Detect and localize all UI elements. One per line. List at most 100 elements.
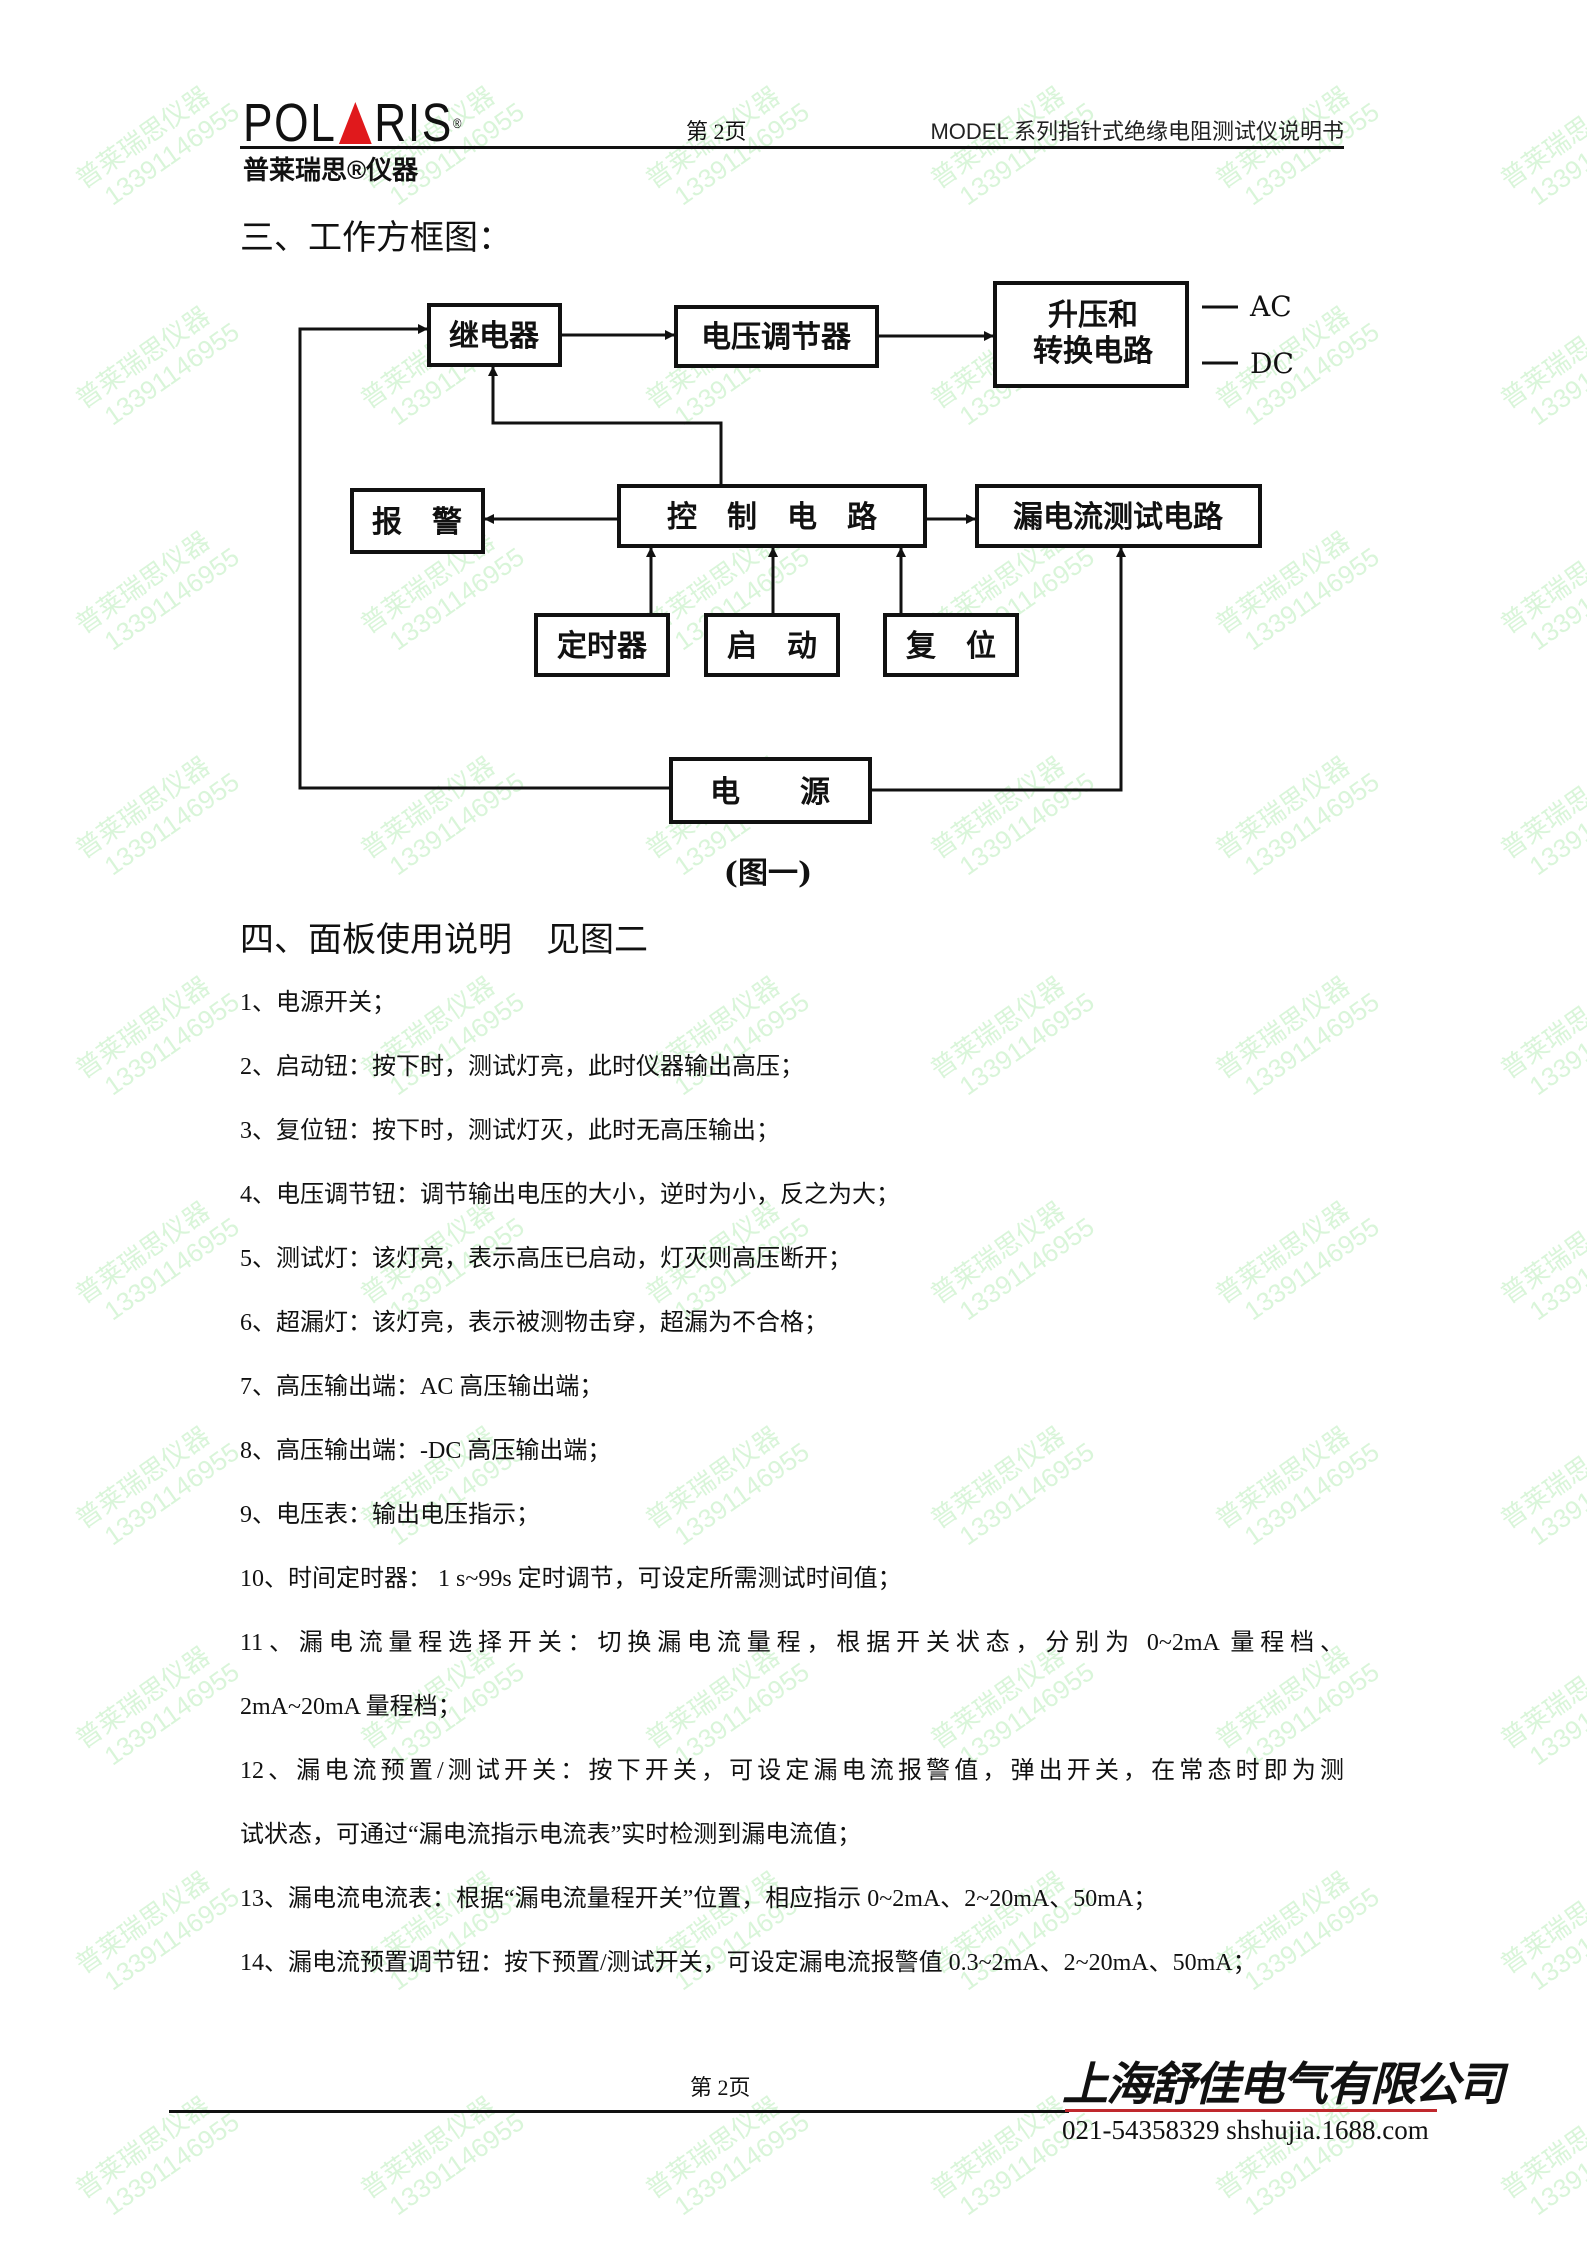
boost-label-1: 升压和 xyxy=(1048,298,1138,333)
logo-triangle-icon xyxy=(338,102,372,144)
watermark-text: 普莱瑞思仪器 xyxy=(70,1640,216,1755)
instruction-item-line: 3、复位钮：按下时，测试灯灭，此时无高压输出； xyxy=(240,1118,780,1144)
header-page-number: 第 2页 xyxy=(686,119,747,144)
logo-subtitle: 普莱瑞思®仪器 xyxy=(243,155,419,185)
block-diagram: 继电器 电压调节器 升压和 转换电路 报 警 控 制 电 路 漏电流测试电路 定… xyxy=(298,281,1294,891)
watermark-text: 普莱瑞思仪器 xyxy=(1495,2090,1587,2205)
watermark-text: 普莱瑞思仪器 xyxy=(1495,1420,1587,1535)
watermark-text: 普莱瑞思仪器 xyxy=(1495,1640,1587,1755)
voltage-regulator-label: 电压调节器 xyxy=(701,320,852,355)
footer-red-underline xyxy=(1065,2109,1437,2112)
instruction-item-line: 13、漏电流电流表：根据“漏电流量程开关”位置，相应指示 0~2mA、2~20m… xyxy=(240,1886,1158,1912)
alarm-box xyxy=(350,488,485,554)
section-3-title: 三、工作方框图： xyxy=(240,220,512,257)
leak-test-label: 漏电流测试电路 xyxy=(1013,500,1224,535)
footer-page-number: 第 2页 xyxy=(690,2075,751,2100)
watermark-text: 普莱瑞思仪器 xyxy=(1495,970,1587,1085)
ac-label: AC xyxy=(1249,290,1292,323)
control-circuit-box xyxy=(617,484,927,548)
watermark-number: 13391146955 xyxy=(668,2106,815,2222)
logo-text: POL xyxy=(243,93,337,153)
start-label: 启 动 xyxy=(727,629,817,664)
watermark-number: 13391146955 xyxy=(98,986,245,1102)
footer-divider xyxy=(169,2110,1069,2113)
watermark-text: 普莱瑞思仪器 xyxy=(70,1420,216,1535)
header-divider xyxy=(240,146,1344,149)
instruction-item-line: 7、高压输出端：AC 高压输出端； xyxy=(240,1374,604,1400)
timer-box xyxy=(534,613,670,677)
instruction-item-line: 2mA~20mA 量程档； xyxy=(240,1694,462,1720)
watermark-text: 普莱瑞思仪器 xyxy=(1495,1195,1587,1310)
section-4-title: 四、面板使用说明 见图二 xyxy=(240,922,648,959)
voltage-regulator-box xyxy=(674,305,879,368)
instruction-item-line: 8、高压输出端：-DC 高压输出端； xyxy=(240,1438,612,1464)
logo-reg-mark: ® xyxy=(452,115,464,131)
figure-caption: (图一) xyxy=(724,856,812,891)
watermark-text: 普莱瑞思仪器 xyxy=(70,970,216,1085)
reset-label: 复 位 xyxy=(906,629,996,664)
instruction-item-line: 试状态，可通过“漏电流指示电流表”实时检测到漏电流值； xyxy=(240,1822,862,1848)
control-circuit-label: 控 制 电 路 xyxy=(667,500,878,535)
watermark-number: 13391146955 xyxy=(98,2106,245,2222)
instruction-item-line: 9、电压表：输出电压指示； xyxy=(240,1502,540,1528)
watermark-text: 普莱瑞思仪器 xyxy=(1495,1865,1587,1980)
watermark-text: 普莱瑞思仪器 xyxy=(70,1195,216,1310)
boost-label-2: 转换电路 xyxy=(1033,334,1154,369)
instruction-item-line: 10、时间定时器： 1 s~99s 定时调节，可设定所需测试时间值； xyxy=(240,1566,902,1592)
watermark-number: 13391146955 xyxy=(1523,1881,1587,1997)
arrow-power-to-leak xyxy=(870,547,1126,792)
watermark-number: 13391146955 xyxy=(1523,1656,1587,1772)
arrow-control-to-relay xyxy=(488,366,723,486)
alarm-label: 报 警 xyxy=(372,505,462,540)
relay-label: 继电器 xyxy=(449,319,540,354)
watermark-number: 13391146955 xyxy=(1523,2106,1587,2222)
power-label: 电 源 xyxy=(710,775,830,810)
instruction-item-line: 6、超漏灯：该灯亮，表示被测物击穿，超漏为不合格； xyxy=(240,1310,828,1336)
logo-text: RIS xyxy=(374,93,453,153)
reset-box xyxy=(883,613,1019,677)
instruction-item-line: 5、测试灯：该灯亮，表示高压已启动，灯灭则高压断开； xyxy=(240,1246,852,1272)
timer-label: 定时器 xyxy=(557,629,648,664)
watermark-text: 普莱瑞思仪器 xyxy=(925,2090,1071,2205)
watermark-number: 13391146955 xyxy=(1523,1211,1587,1327)
header-doc-title: MODEL 系列指针式绝缘电阻测试仪说明书 xyxy=(930,119,1344,144)
watermark-number: 13391146955 xyxy=(1523,1436,1587,1552)
dc-label: DC xyxy=(1250,347,1294,380)
watermark-number: 13391146955 xyxy=(383,2106,530,2222)
boost-convert-box xyxy=(993,281,1189,388)
instruction-item-line: 11、漏电流量程选择开关：切换漏电流量程，根据开关状态，分别为 0~2mA 量程… xyxy=(240,1630,1344,1656)
watermark-text: 普莱瑞思仪器 xyxy=(355,2090,501,2205)
instruction-item-line: 1、电源开关； xyxy=(240,990,396,1016)
leak-test-box xyxy=(975,484,1262,548)
instruction-item-line: 12、漏电流预置/测试开关：按下开关，可设定漏电流报警值，弹出开关，在常态时即为… xyxy=(240,1758,1344,1784)
watermark-number: 13391146955 xyxy=(98,1656,245,1772)
company-contact: 021-54358329 shshujia.1688.com xyxy=(1062,2115,1429,2145)
watermark-number: 13391146955 xyxy=(1523,986,1587,1102)
polaris-logo: POL RIS ® 普莱瑞思®仪器 xyxy=(243,93,511,187)
watermark-text: 普莱瑞思仪器 xyxy=(70,2090,216,2205)
